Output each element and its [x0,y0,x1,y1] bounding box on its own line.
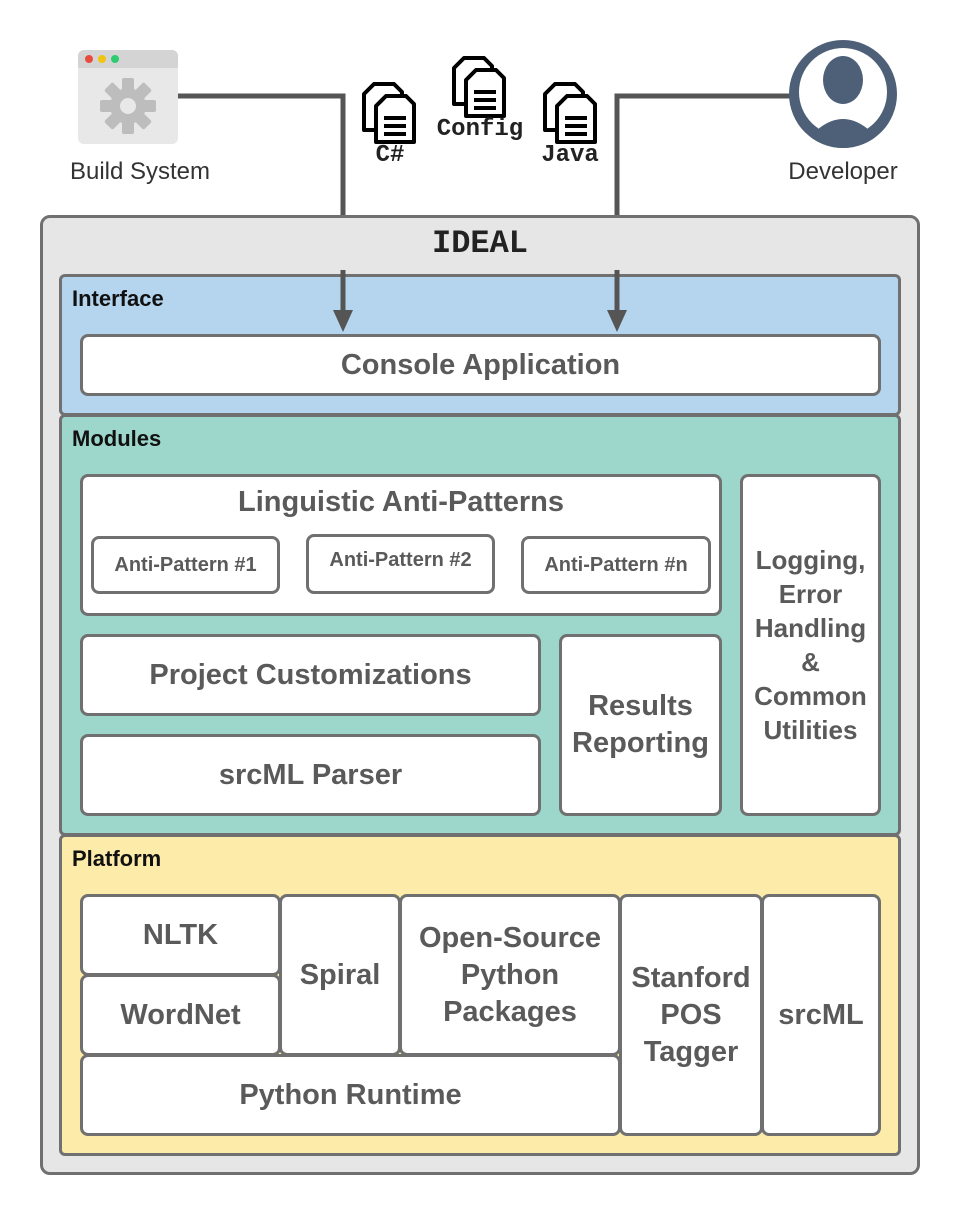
modules-title: Modules [72,426,162,451]
build-system-icon [78,50,178,144]
linguistic-anti-patterns-title: Linguistic Anti-Patterns [238,486,564,518]
build-system-label: Build System [69,158,211,185]
ideal-title: IDEAL [431,225,528,262]
interface-title: Interface [72,286,164,311]
csharp-file-icon [362,82,418,144]
logging-line-2: Error [778,579,843,609]
stanford-pos-tagger: Stanford POS Tagger [619,894,763,1136]
results-reporting-line-2: Reporting [572,727,709,759]
results-reporting-line-1: Results [588,690,693,722]
logging-line-6: Utilities [763,715,858,745]
java-label: Java [541,142,599,169]
stanford-line-1: Stanford [631,961,751,994]
java-file-icon [543,82,599,144]
arrow-tips [333,270,627,332]
open-source-line-1: Open-Source [418,921,602,954]
open-source-line-2: Python [460,958,560,991]
project-customizations: Project Customizations [80,634,541,716]
logging-line-4: & [801,647,820,677]
open-source-python-packages: Open-Source Python Packages [399,894,621,1056]
stanford-line-3: Tagger [643,1035,739,1068]
anti-pattern-1: Anti-Pattern #1 [91,536,280,594]
spiral: Spiral [279,894,401,1056]
console-application: Console Application [80,334,881,396]
logging-line-5: Common [754,681,867,711]
logging-error-handling: Logging, Error Handling & Common Utiliti… [740,474,881,816]
nltk: NLTK [80,894,281,976]
wordnet: WordNet [80,974,281,1056]
platform-title: Platform [72,846,162,871]
python-runtime: Python Runtime [80,1054,621,1136]
anti-pattern-n: Anti-Pattern #n [521,536,711,594]
developer-label: Developer [788,158,898,185]
logging-line-1: Logging, [755,545,866,575]
config-label: Config [436,116,524,143]
srcml: srcML [761,894,881,1136]
srcml-parser: srcML Parser [80,734,541,816]
anti-pattern-2: Anti-Pattern #2 [306,534,495,594]
logging-line-3: Handling [754,613,867,643]
results-reporting: Results Reporting [559,634,722,816]
config-file-icon [452,56,508,118]
stanford-line-2: POS [660,998,722,1031]
open-source-line-3: Packages [443,995,577,1028]
developer-icon [789,40,897,148]
csharp-label: C# [375,142,405,169]
